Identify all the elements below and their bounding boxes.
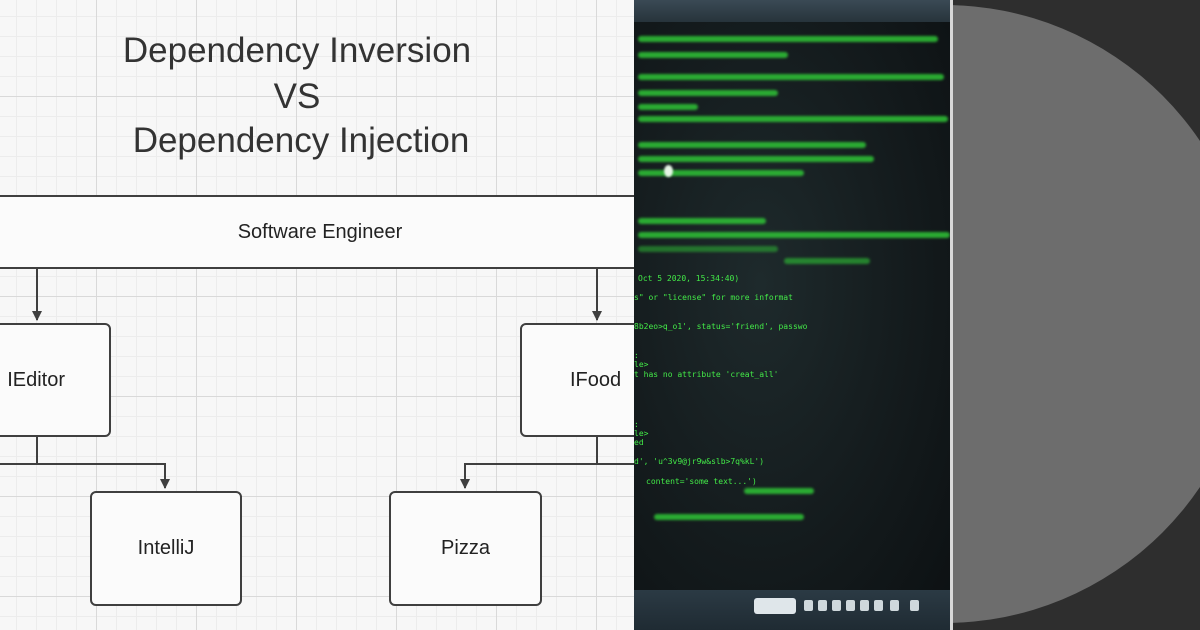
terminal-photo: Oct 5 2020, 15:34:40) s" or "license" fo… <box>634 0 950 630</box>
blurred-code-line <box>638 142 866 148</box>
blurred-code-line <box>638 36 938 42</box>
ieditor-label: IEditor <box>7 368 65 391</box>
blurred-code-line <box>638 52 788 58</box>
connector-lines <box>0 269 634 489</box>
monitor-top-edge <box>634 0 950 22</box>
arrow-ieditor-to-intellij <box>36 437 170 489</box>
disc-panel <box>950 0 1200 630</box>
tray-icon <box>832 600 841 611</box>
terminal-line: Oct 5 2020, 15:34:40) <box>638 274 740 283</box>
blurred-code-line <box>654 514 804 520</box>
taskbar-search-icon <box>754 598 796 614</box>
terminal-fragment: le> <box>634 429 649 438</box>
intellij-label: IntelliJ <box>137 537 195 559</box>
ifood-label: IFood <box>570 368 622 391</box>
blurred-code-line <box>638 104 698 110</box>
software-engineer-node: Software Engineer <box>0 195 634 269</box>
ifood-node: IFood <box>520 323 634 437</box>
terminal-fragment: ed <box>634 438 644 447</box>
terminal-fragment: le> <box>634 360 649 369</box>
blurred-code-line <box>638 232 950 238</box>
tray-icon <box>910 600 919 611</box>
blurred-code-line <box>638 156 874 162</box>
terminal-line: content='some text...') <box>646 477 757 486</box>
blurred-code-line <box>638 90 778 96</box>
blurred-code-line <box>638 116 948 122</box>
tray-icon <box>874 600 883 611</box>
terminal-line: t has no attribute 'creat_all' <box>634 370 779 379</box>
terminal-line: 8b2eo>q_o1', status='friend', passwo <box>634 322 808 331</box>
tray-icon <box>804 600 813 611</box>
terminal-fragment: : <box>634 351 639 360</box>
tray-icon <box>818 600 827 611</box>
intellij-node: IntelliJ <box>90 491 242 606</box>
title-line-1: Dependency Inversion <box>122 31 472 70</box>
blurred-code-line <box>638 170 804 176</box>
diagram-panel: Dependency Inversion VS Dependency Injec… <box>0 0 634 630</box>
title-line-3: Dependency Injection <box>132 121 470 160</box>
ieditor-node: IEditor <box>0 323 111 437</box>
blurred-code-line <box>638 246 778 252</box>
title-line-2: VS <box>273 77 321 116</box>
arrow-ifood-to-pizza <box>460 437 598 489</box>
blurred-code-line <box>638 74 944 80</box>
pizza-node: Pizza <box>389 491 542 606</box>
tray-icon <box>890 600 899 611</box>
tray-icon <box>860 600 869 611</box>
terminal-line: s" or "license" for more informat <box>634 293 793 302</box>
terminal-fragment: : <box>634 420 639 429</box>
software-engineer-label: Software Engineer <box>237 220 403 243</box>
blurred-code-line <box>784 258 870 264</box>
gray-disc <box>953 5 1200 623</box>
terminal-line: d', 'u^3v9@jr9w&slb>7q%kL') <box>634 457 765 466</box>
blurred-code-line <box>638 218 766 224</box>
blurred-code-line <box>744 488 814 494</box>
mouse-cursor <box>664 165 673 177</box>
pizza-label: Pizza <box>441 537 490 559</box>
tray-icon <box>846 600 855 611</box>
